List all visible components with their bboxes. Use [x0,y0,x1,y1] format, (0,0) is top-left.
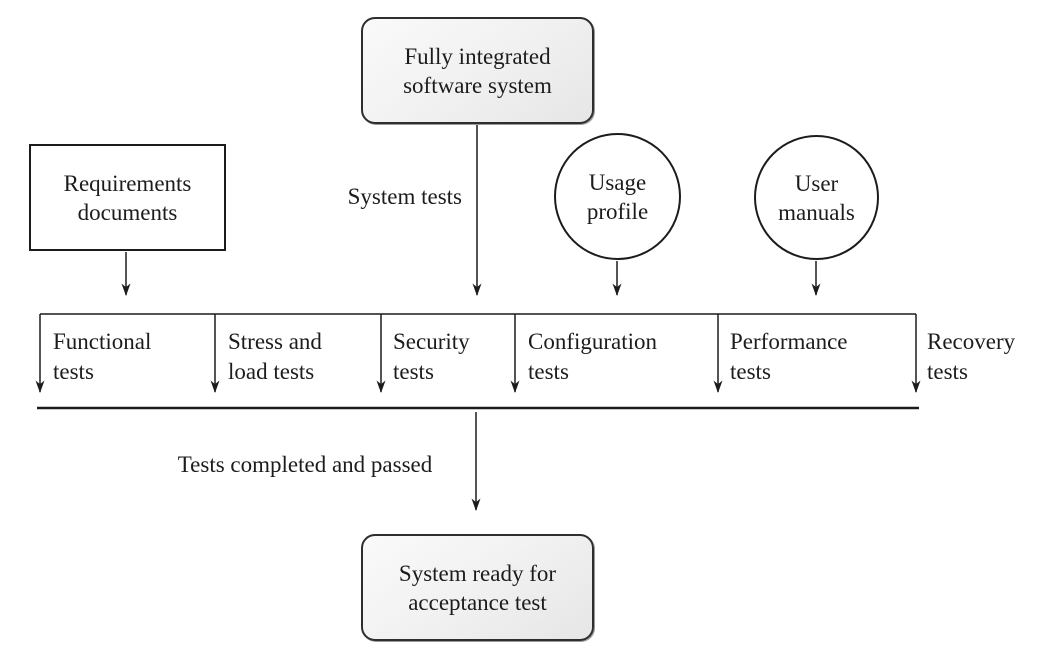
node-label-line: software system [403,72,552,98]
band-label-stress-load-tests: Stress and load tests [228,327,322,387]
band-label-line: tests [393,359,434,384]
node-usage-profile: Usage profile [554,133,681,260]
node-user-manuals: User manuals [754,135,879,260]
band-label-line: load tests [228,359,315,384]
node-label-line: Usage [588,169,647,195]
band-label-line: Recovery [927,329,1016,354]
node-label-line: Requirements [63,170,192,196]
band-label-line: tests [53,359,94,384]
node-label-line: Fully integrated [404,43,551,69]
band-label-functional-tests: Functional tests [53,327,151,387]
band-label-security-tests: Security tests [393,327,470,387]
band-label-configuration-tests: Configuration tests [528,327,657,387]
band-label-recovery-tests: Recovery tests [927,327,1015,387]
band-label-line: Configuration [528,329,658,354]
node-label-line: System ready for [398,560,557,586]
edge-label-system-tests: System tests [347,184,462,209]
band-label-line: Functional [53,329,152,354]
band-label-line: Performance [730,329,848,354]
node-label-line: acceptance test [408,589,547,615]
node-label-line: documents [77,199,178,225]
band-label-line: Security [393,329,470,354]
node-label-line: profile [586,198,649,224]
node-system-ready-for-acceptance-test: System ready for acceptance test [361,534,594,641]
node-label-line: manuals [778,199,855,225]
band-label-line: tests [730,359,771,384]
band-label-line: tests [927,359,968,384]
band-label-line: tests [528,359,569,384]
band-label-performance-tests: Performance tests [730,327,848,387]
node-requirements-documents: Requirements documents [29,144,226,251]
node-fully-integrated-software-system: Fully integrated software system [361,17,594,124]
edge-label-tests-completed: Tests completed and passed [177,452,433,477]
node-label-line: User [794,170,839,196]
band-label-line: Stress and [228,329,322,354]
